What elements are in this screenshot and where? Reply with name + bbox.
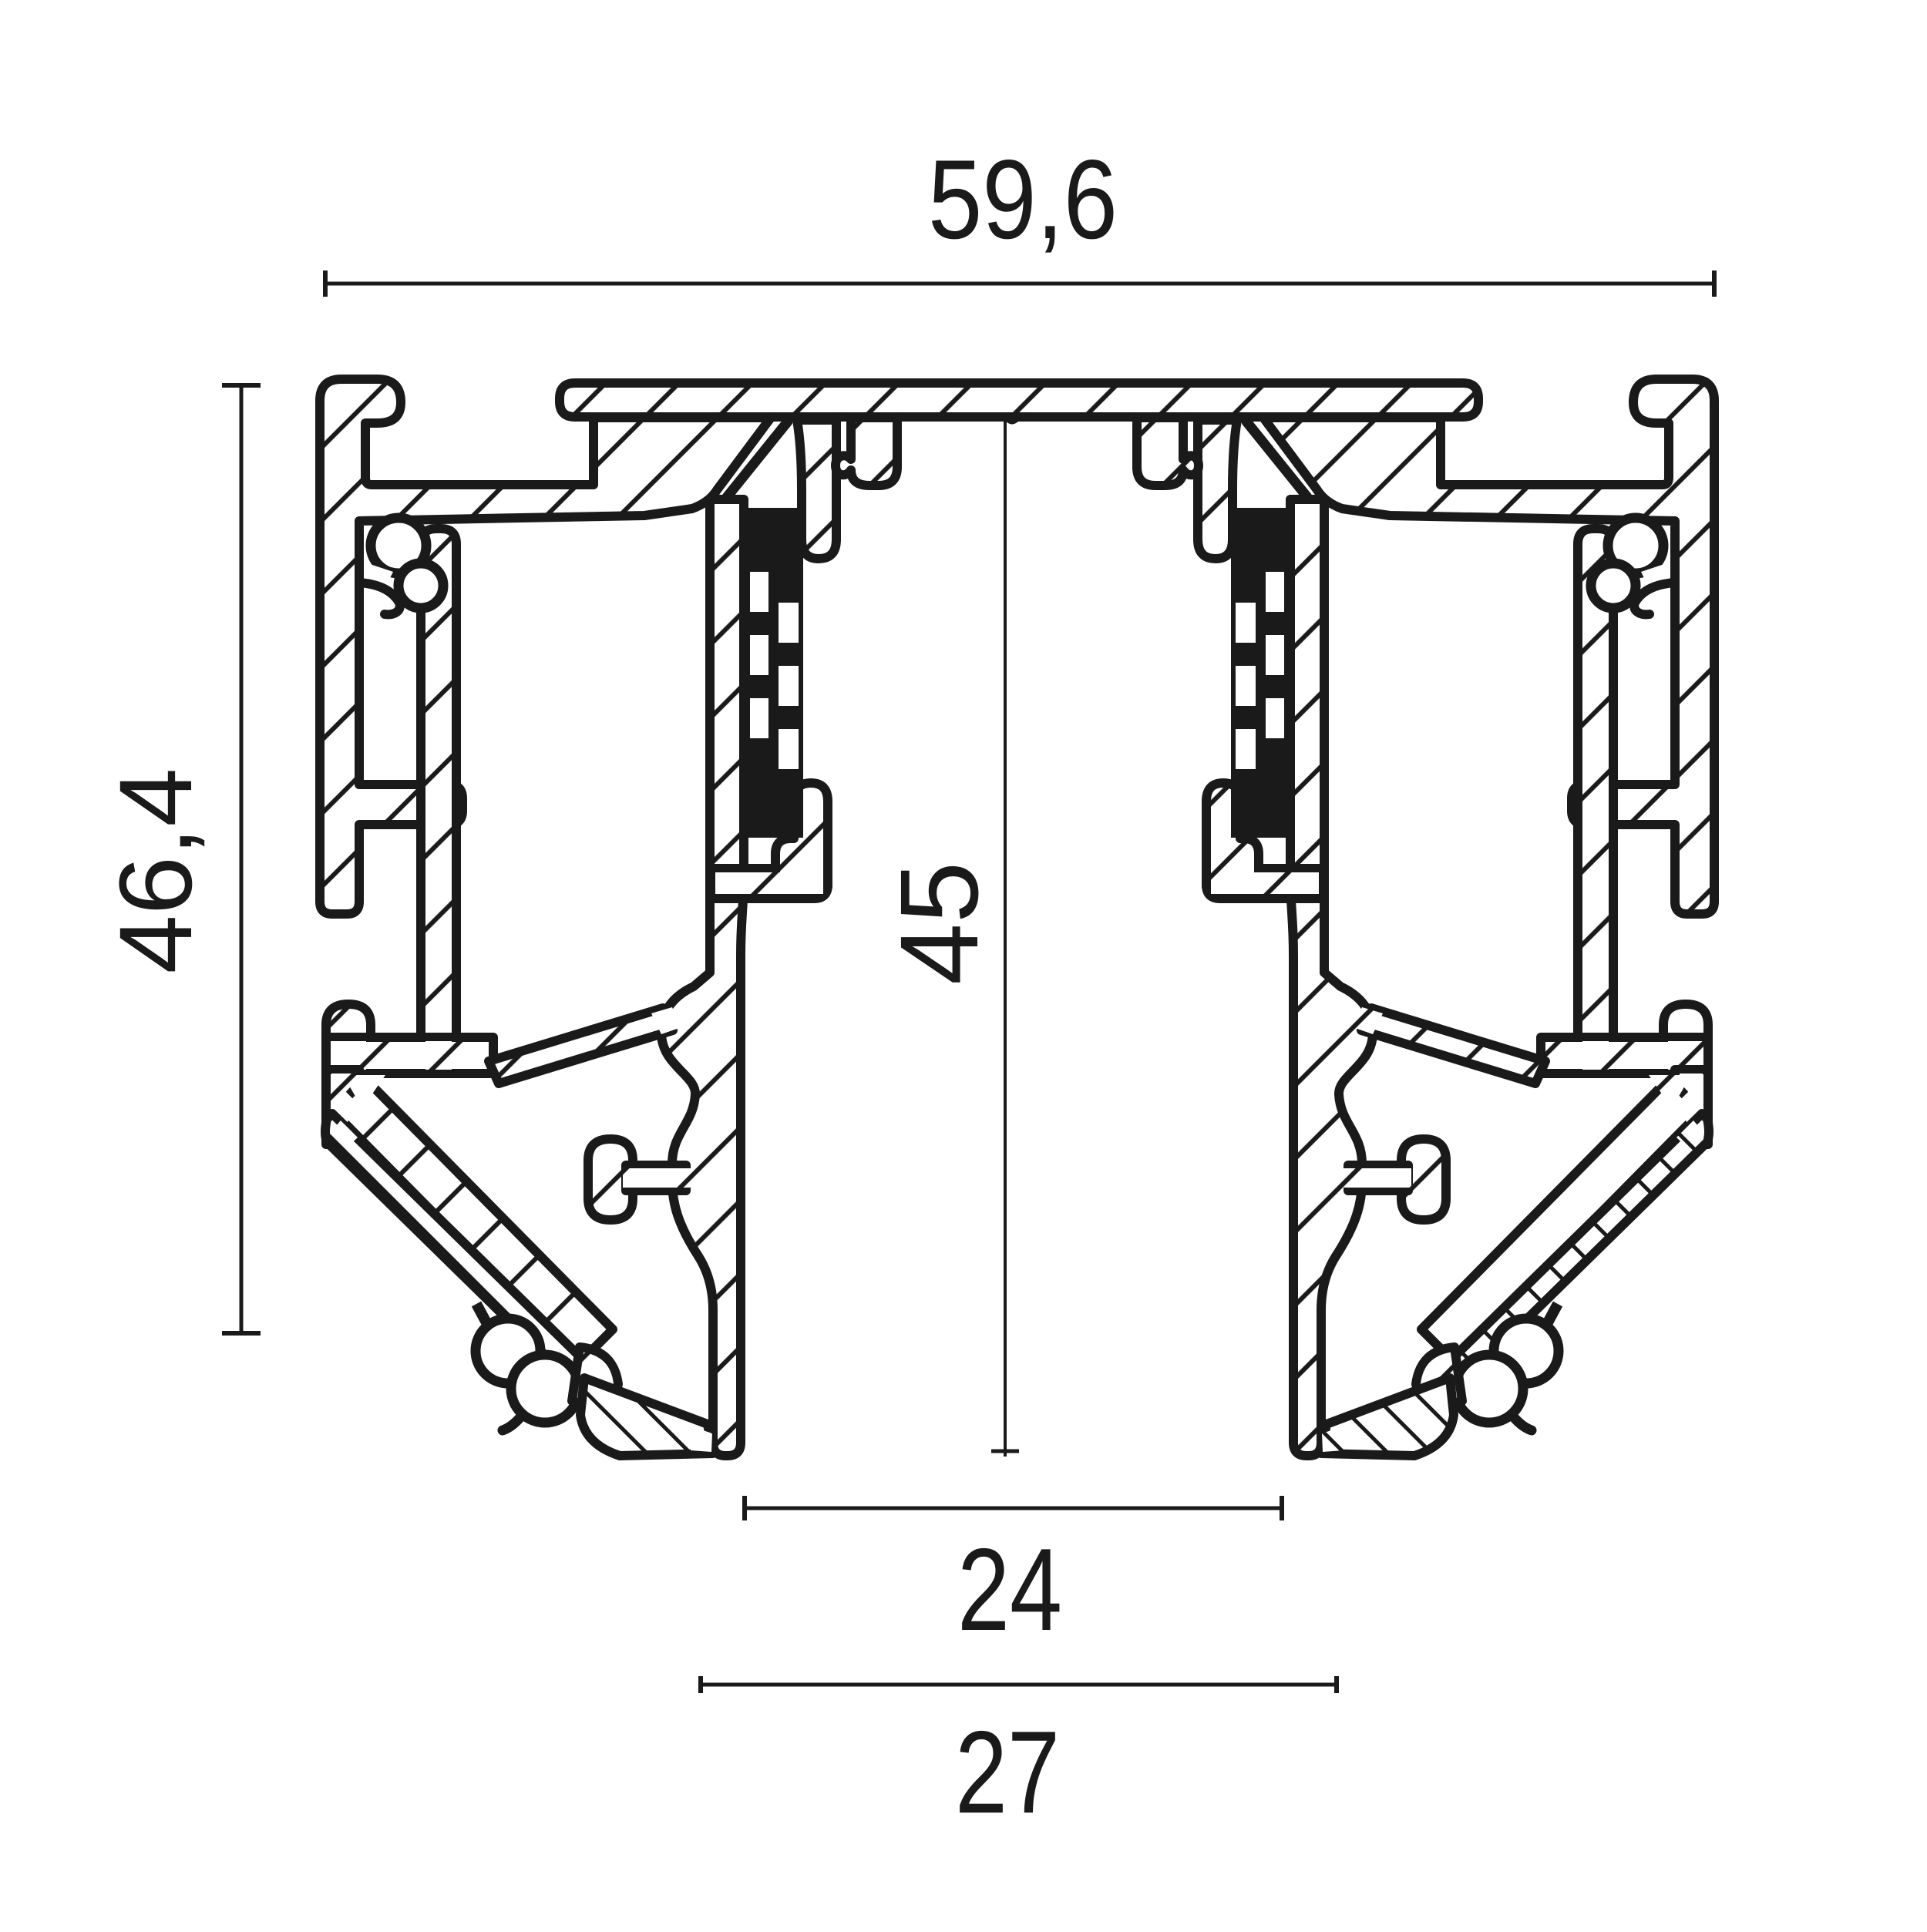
svg-text:59,6: 59,6	[928, 136, 1118, 262]
svg-text:46,4: 46,4	[99, 768, 214, 974]
svg-text:27: 27	[955, 1707, 1060, 1838]
svg-text:24: 24	[957, 1524, 1062, 1655]
svg-text:45: 45	[877, 862, 1001, 985]
